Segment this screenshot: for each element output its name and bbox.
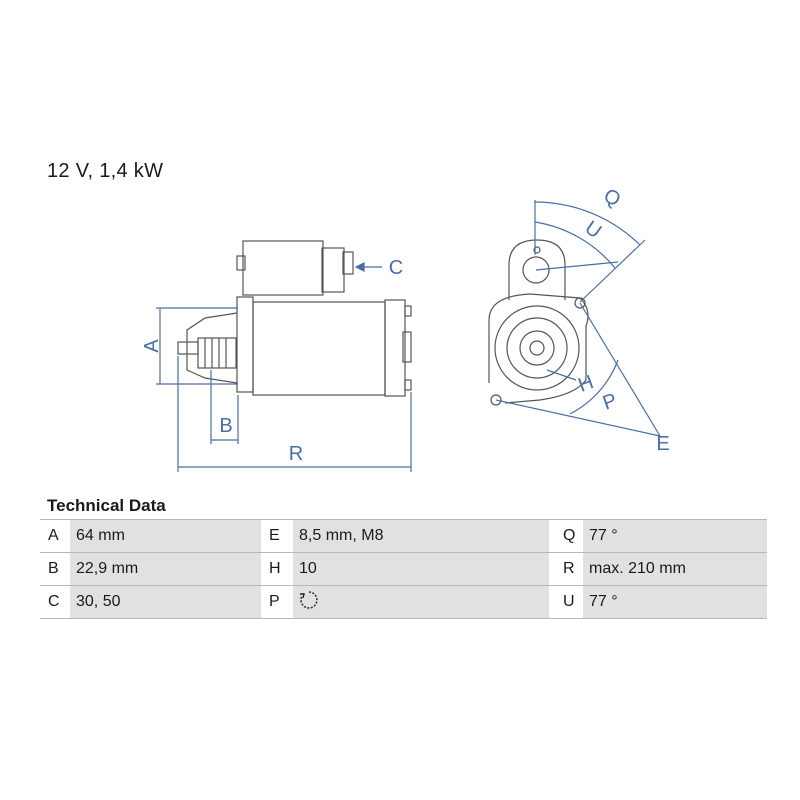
side-view-dimensions <box>156 262 412 472</box>
label-P: P <box>600 389 620 414</box>
technical-data-heading: Technical Data <box>47 496 166 515</box>
label-B: B <box>219 415 232 437</box>
label-U: U <box>581 217 605 243</box>
spec-key: E <box>261 519 293 553</box>
label-Q: Q <box>600 185 624 212</box>
table-row: B 22,9 mm H 10 R max. 210 mm <box>40 552 767 586</box>
side-view-outline <box>177 240 412 397</box>
spec-value: 30, 50 <box>70 585 261 619</box>
label-C: C <box>389 257 403 279</box>
spec-key: C <box>40 585 70 619</box>
spec-key: H <box>261 552 293 586</box>
spec-value-rotation <box>293 585 549 619</box>
spec-value: 10 <box>293 552 549 586</box>
spec-key: B <box>40 552 70 586</box>
table-row: C 30, 50 P U 77 ° <box>40 585 767 619</box>
starter-motor-dimension-drawing: A B C R Q U H P E <box>141 185 670 472</box>
label-E: E <box>656 433 669 455</box>
clockwise-rotation-icon <box>299 590 319 615</box>
spec-key: R <box>549 552 583 586</box>
end-view-dimensions <box>495 200 661 437</box>
spec-value: 77 ° <box>583 519 767 553</box>
label-H: H <box>575 371 596 397</box>
spec-value: 77 ° <box>583 585 767 619</box>
spec-value: 64 mm <box>70 519 261 553</box>
table-row: A 64 mm E 8,5 mm, M8 Q 77 ° <box>40 519 767 553</box>
label-R: R <box>289 443 303 465</box>
spec-key: U <box>549 585 583 619</box>
spec-value: max. 210 mm <box>583 552 767 586</box>
end-view-outline <box>488 239 589 406</box>
technical-data-table: A 64 mm E 8,5 mm, M8 Q 77 ° B 22,9 mm H … <box>40 519 767 619</box>
spec-key: A <box>40 519 70 553</box>
spec-key: P <box>261 585 293 619</box>
spec-value: 8,5 mm, M8 <box>293 519 549 553</box>
product-title: 12 V, 1,4 kW <box>47 160 164 182</box>
spec-value: 22,9 mm <box>70 552 261 586</box>
label-A: A <box>141 339 163 353</box>
spec-key: Q <box>549 519 583 553</box>
